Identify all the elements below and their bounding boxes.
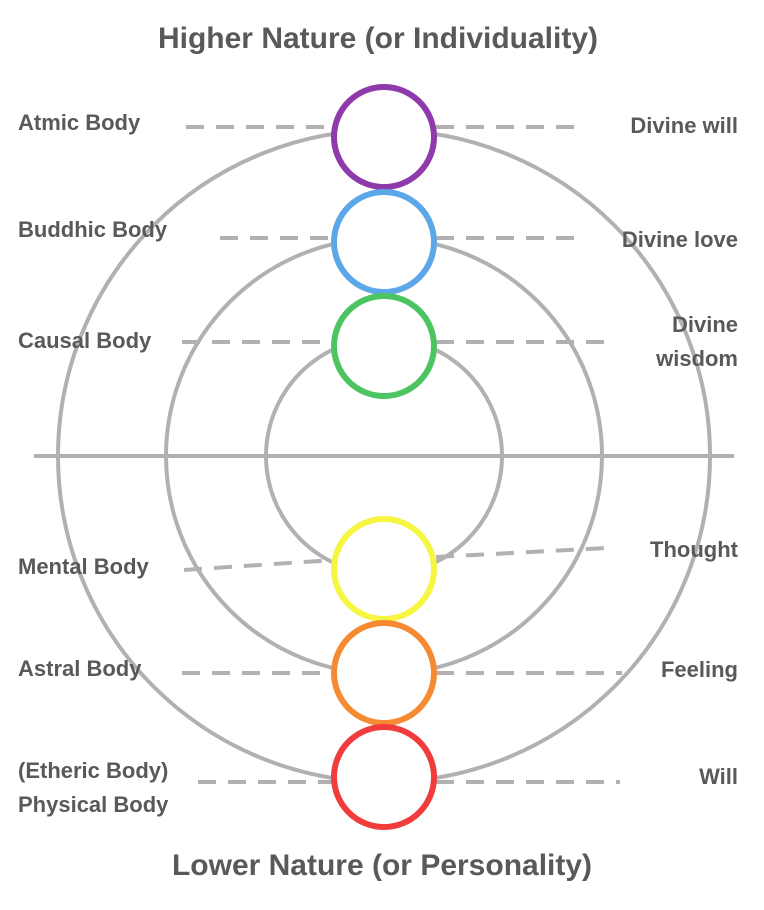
astral-body-circle xyxy=(331,620,437,726)
label-divine-love: Divine love xyxy=(622,227,738,252)
buddhic-body-circle xyxy=(331,189,437,295)
label-buddhic-body: Buddhic Body xyxy=(18,217,168,242)
label-divine-will: Divine will xyxy=(630,113,738,138)
label-thought: Thought xyxy=(650,537,739,562)
physical-body-circle xyxy=(331,724,437,830)
left-connectors xyxy=(182,125,335,784)
causal-body-circle xyxy=(331,293,437,399)
label-etheric-body: (Etheric Body) xyxy=(18,758,168,783)
mental-body-circle xyxy=(331,516,437,622)
connector-mental-left xyxy=(183,558,335,572)
label-divine-wisdom-line2: wisdom xyxy=(655,346,738,371)
title-lower-nature: Lower Nature (or Personality) xyxy=(172,849,592,882)
atmic-body-circle xyxy=(331,84,437,190)
label-atmic-body: Atmic Body xyxy=(18,110,141,135)
label-physical-body: Physical Body xyxy=(18,792,169,817)
right-connectors xyxy=(435,125,622,784)
title-higher-nature: Higher Nature (or Individuality) xyxy=(158,22,598,55)
label-causal-body: Causal Body xyxy=(18,328,152,353)
label-astral-body: Astral Body xyxy=(18,656,142,681)
label-divine-wisdom-line1: Divine xyxy=(672,312,738,337)
label-feeling: Feeling xyxy=(661,657,738,682)
label-mental-body: Mental Body xyxy=(18,554,150,579)
label-will: Will xyxy=(699,764,738,789)
